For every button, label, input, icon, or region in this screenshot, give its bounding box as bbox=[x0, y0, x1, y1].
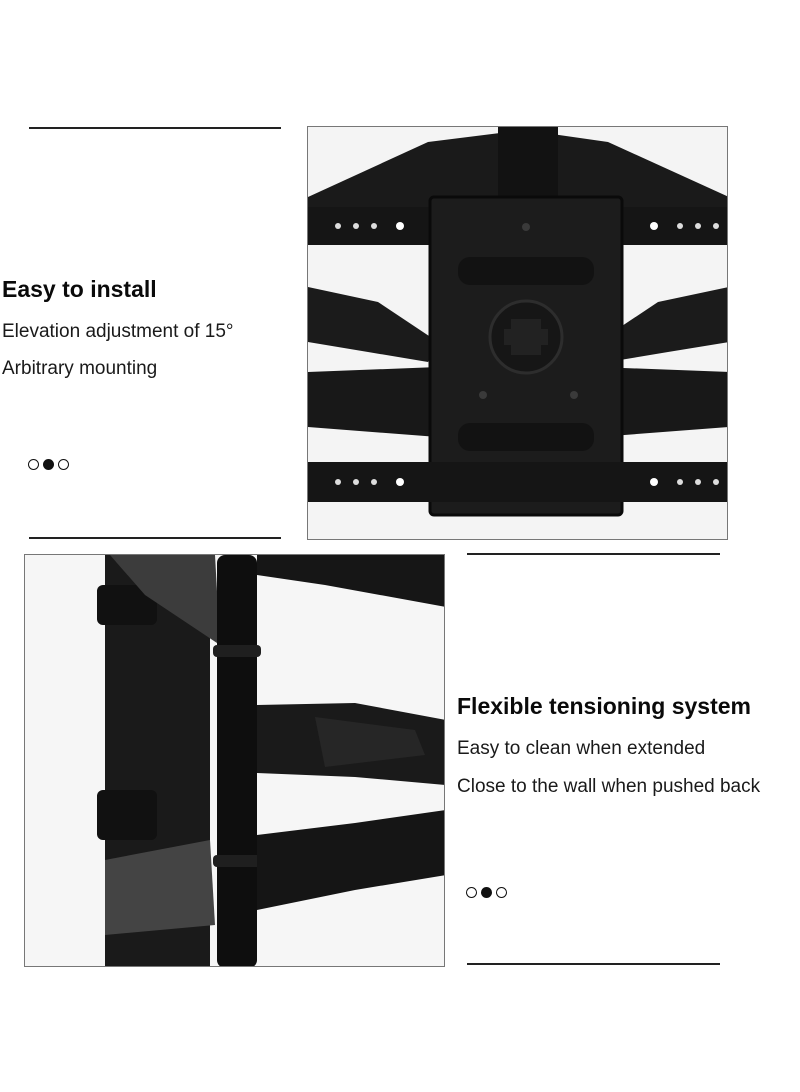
section1-top-rule bbox=[29, 127, 281, 129]
swing-arm-photo bbox=[24, 554, 445, 967]
section2-feature-line-1: Easy to clean when extended bbox=[457, 738, 706, 759]
pagination-dot-3[interactable] bbox=[496, 887, 507, 898]
section1-pagination bbox=[28, 459, 69, 470]
pagination-dot-3[interactable] bbox=[58, 459, 69, 470]
section2-heading: Flexible tensioning system bbox=[457, 693, 751, 719]
section1-bottom-rule bbox=[29, 537, 281, 539]
swing-arm-illustration bbox=[25, 555, 444, 966]
section2-top-rule bbox=[467, 553, 720, 555]
pagination-dot-2[interactable] bbox=[43, 459, 54, 470]
section2-feature-line-2: Close to the wall when pushed back bbox=[457, 776, 761, 797]
bracket-plate-illustration bbox=[308, 127, 727, 539]
section1-feature-line-2: Arbitrary mounting bbox=[2, 358, 158, 379]
pagination-dot-2[interactable] bbox=[481, 887, 492, 898]
pagination-dot-1[interactable] bbox=[28, 459, 39, 470]
pagination-dot-1[interactable] bbox=[466, 887, 477, 898]
section1-heading: Easy to install bbox=[2, 276, 157, 302]
section2-pagination bbox=[466, 887, 507, 898]
section1-feature-line-1: Elevation adjustment of 15° bbox=[2, 321, 234, 342]
section2-bottom-rule bbox=[467, 963, 720, 965]
bracket-plate-photo bbox=[307, 126, 728, 540]
